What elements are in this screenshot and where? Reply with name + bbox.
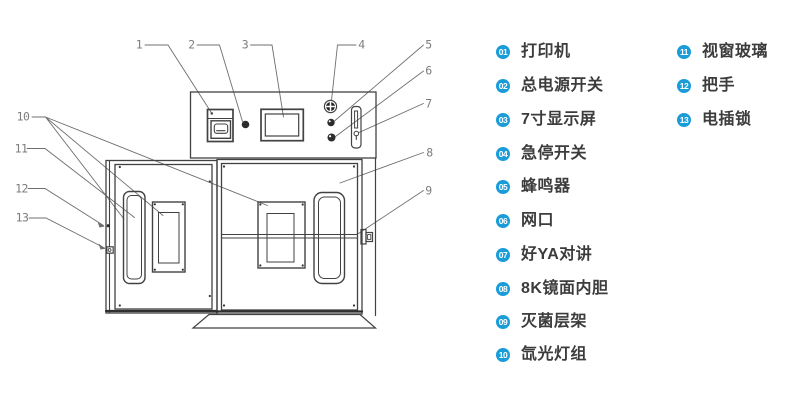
callout-8: 8: [426, 144, 433, 159]
legend-label: 电插锁: [702, 111, 752, 128]
callout-3: 3: [241, 37, 249, 52]
callout-5: 5: [425, 37, 432, 52]
legend-label: 7寸显示屏: [521, 111, 597, 128]
legend-item: 02 总电源开关: [496, 77, 604, 94]
legend-badge: 06: [496, 213, 510, 228]
legend-label: 8K镜面内胆: [521, 280, 609, 297]
legend-badge: 13: [677, 112, 691, 127]
legend-item: 04 急停开关: [496, 145, 588, 162]
callout-1: 1: [135, 37, 143, 52]
legend-item: 08 8K镜面内胆: [496, 280, 609, 297]
door-handle: [106, 224, 110, 228]
legend-label: 蜂鸣器: [521, 178, 571, 195]
legend-label: 氙光灯组: [521, 346, 588, 363]
legend-badge: 08: [496, 281, 510, 296]
legend-label: 灭菌层架: [521, 313, 588, 330]
door: [104, 159, 219, 314]
legend-badge: 01: [496, 44, 510, 59]
legend-badge: 09: [496, 314, 510, 329]
legend-item: 06 网口: [496, 212, 555, 229]
legend-badge: 10: [496, 347, 510, 362]
legend-label: 打印机: [521, 43, 571, 60]
door-window-glass: [122, 190, 146, 285]
door-lamp-module: [151, 201, 186, 273]
power-knob: [241, 120, 250, 129]
legend-item: 11 视窗玻璃: [677, 43, 769, 60]
callout-2: 2: [188, 37, 195, 52]
arrowhead-13: [98, 243, 106, 250]
sterilizing-shelf: [220, 233, 359, 239]
legend-badge: 05: [496, 179, 510, 194]
legend-label: 好YA对讲: [521, 246, 593, 263]
leader-lines: [26, 44, 424, 250]
callout-11: 11: [14, 140, 28, 155]
intercom-slot: [350, 105, 362, 149]
network-port: [327, 133, 336, 142]
legend-badge: 12: [677, 78, 691, 93]
legend-item: 13 电插锁: [677, 111, 752, 128]
legend-item: 10 氙光灯组: [496, 346, 588, 363]
emergency-stop-button: [323, 99, 338, 114]
legend-item: 12 把手: [677, 77, 736, 94]
legend-item: 07 好YA对讲: [496, 246, 593, 263]
display-screen: [260, 108, 305, 142]
legend-badge: 07: [496, 247, 510, 262]
legend-badge: 11: [677, 44, 691, 59]
legend-item: 01 打印机: [496, 43, 571, 60]
legend-label: 急停开关: [521, 145, 588, 162]
callout-12: 12: [15, 180, 28, 195]
legend-label: 把手: [702, 77, 736, 94]
legend-label: 网口: [521, 212, 555, 229]
legend-label: 总电源开关: [521, 77, 604, 94]
legend-badge: 04: [496, 146, 510, 161]
base-plinth: [191, 313, 378, 329]
callout-10: 10: [16, 109, 30, 124]
legend-badge: 03: [496, 112, 510, 127]
callout-13: 13: [15, 210, 29, 225]
door-lock: [106, 246, 114, 254]
callout-6: 6: [425, 63, 432, 78]
control-panel: [189, 91, 377, 159]
legend-badge: 02: [496, 78, 510, 93]
callout-9: 9: [425, 182, 432, 197]
legend-label: 视窗玻璃: [702, 43, 769, 60]
callout-7: 7: [425, 95, 432, 110]
legend-item: 05 蜂鸣器: [496, 178, 571, 195]
buzzer: [327, 118, 335, 127]
callout-4: 4: [358, 37, 365, 52]
shelf-latch: [360, 228, 374, 245]
printer: [206, 108, 234, 143]
legend-item: 09 灭菌层架: [496, 313, 588, 330]
arrowhead-12: [97, 221, 105, 228]
legend-item: 03 7寸显示屏: [496, 111, 597, 128]
